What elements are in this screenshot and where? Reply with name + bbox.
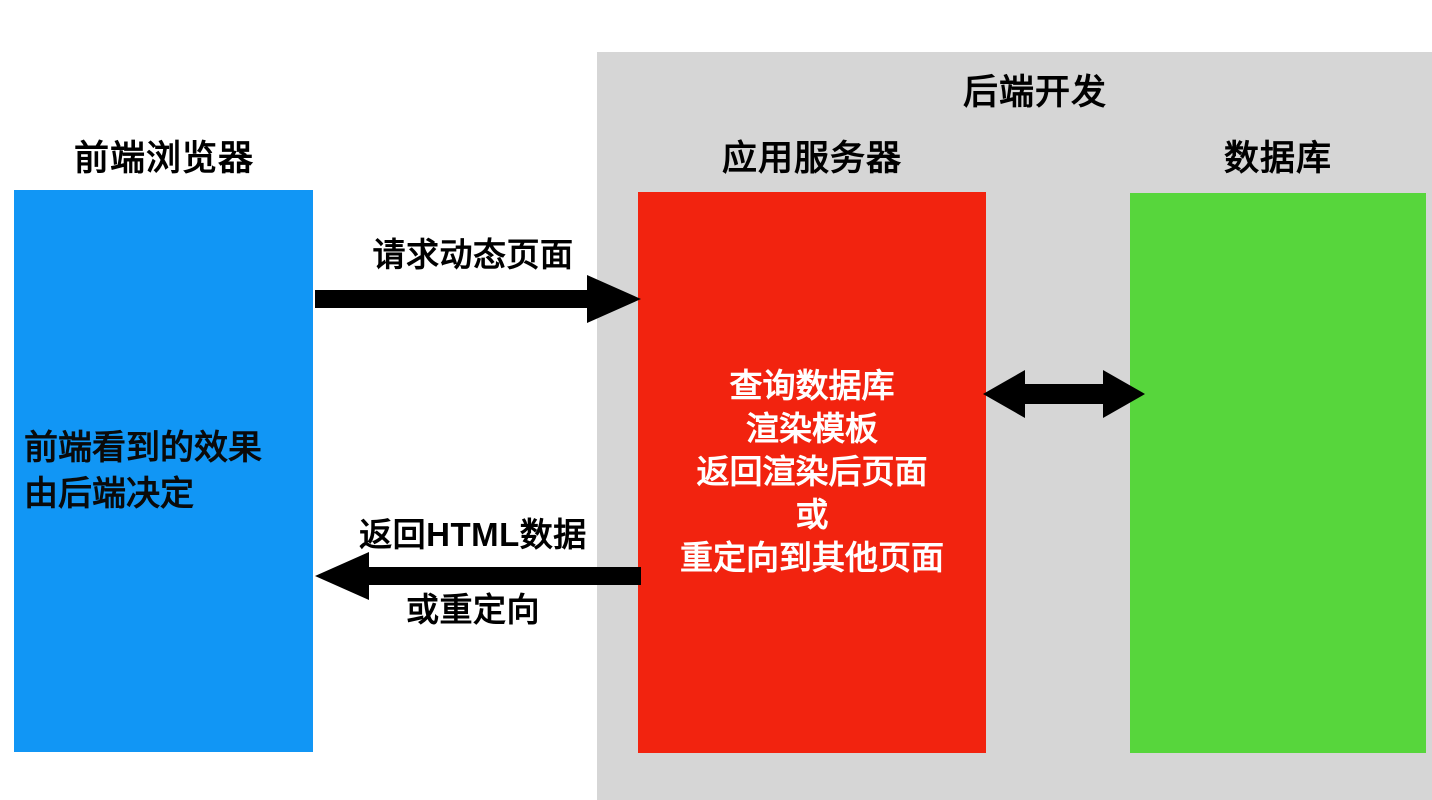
backend-development-title: 后端开发 <box>962 73 1107 112</box>
response-arrow-label-bottom: 或重定向 <box>406 591 540 628</box>
response-arrow-label-top: 返回HTML数据 <box>359 516 587 553</box>
frontend-browser-box-text: 前端看到的效果 由后端决定 <box>24 428 262 513</box>
application-server-box-text: 查询数据库 渲染模板 返回渲染后页面 或 重定向到其他页面 <box>680 367 944 576</box>
request-arrow-right-icon <box>315 275 641 323</box>
database-label: 数据库 <box>1223 139 1332 178</box>
database-box <box>1130 193 1426 753</box>
request-arrow-label: 请求动态页面 <box>372 236 574 273</box>
frontend-browser-box: 前端看到的效果 由后端决定 <box>14 190 313 752</box>
database-bidirectional-arrow-icon <box>983 370 1145 418</box>
application-server-box: 查询数据库 渲染模板 返回渲染后页面 或 重定向到其他页面 <box>638 192 986 753</box>
application-server-label: 应用服务器 <box>721 139 902 178</box>
frontend-browser-label: 前端浏览器 <box>73 139 254 178</box>
response-arrow-left-icon <box>315 552 641 600</box>
